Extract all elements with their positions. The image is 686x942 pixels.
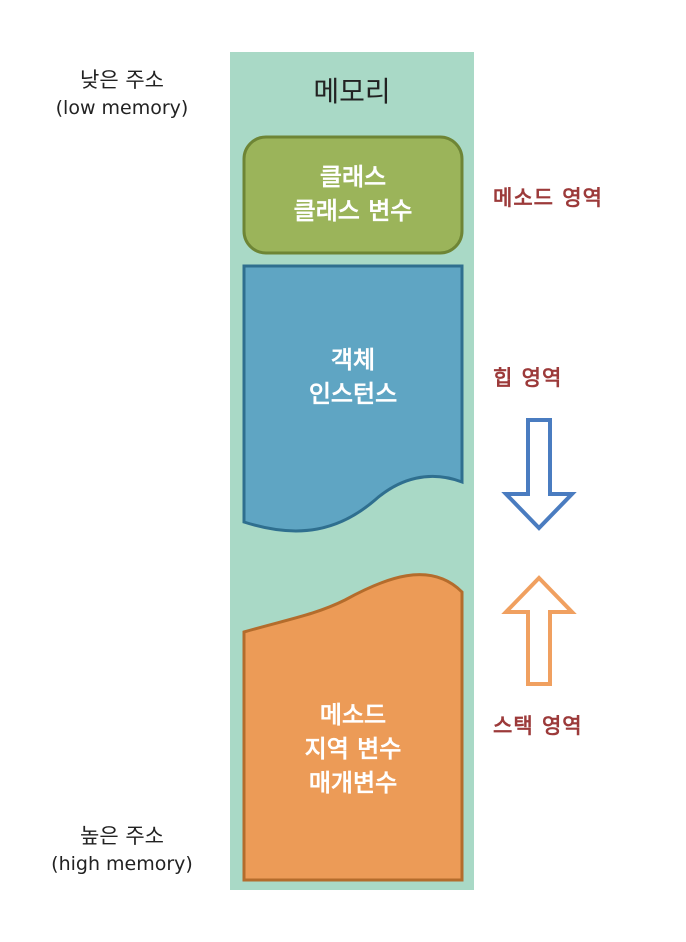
low-address-sub: (low memory)	[55, 97, 189, 119]
stack-area-line1: 메소드	[319, 701, 387, 729]
low-address-text: 낮은 주소	[80, 68, 164, 92]
memory-title: 메모리	[313, 75, 391, 108]
stack-area-label: 스택 영역	[493, 714, 583, 738]
high-address-text: 높은 주소	[80, 824, 164, 848]
method-area-text: 클래스 클래스 변수	[244, 160, 462, 228]
low-address-label: 낮은 주소 (low memory)	[12, 66, 232, 122]
stack-area-line3: 매개변수	[308, 769, 398, 797]
heap-area-line1: 객체	[330, 346, 376, 374]
heap-area-line2: 인스턴스	[308, 380, 398, 408]
stack-area-text: 메소드 지역 변수 매개변수	[244, 698, 462, 800]
stack-area-box	[242, 573, 464, 882]
high-address-sub: (high memory)	[51, 853, 193, 875]
method-area-line2: 클래스 변수	[293, 197, 413, 225]
heap-area-box	[242, 264, 464, 533]
method-area-line1: 클래스	[319, 163, 387, 191]
method-area-box	[242, 135, 464, 255]
stack-area-line2: 지역 변수	[304, 735, 402, 763]
high-address-label: 높은 주소 (high memory)	[12, 822, 232, 878]
heap-growth-arrow-icon	[501, 418, 577, 531]
method-area-label: 메소드 영역	[493, 186, 603, 210]
heap-area-label: 힙 영역	[493, 366, 563, 390]
stack-growth-arrow-icon	[501, 575, 577, 686]
heap-area-text: 객체 인스턴스	[244, 343, 462, 411]
